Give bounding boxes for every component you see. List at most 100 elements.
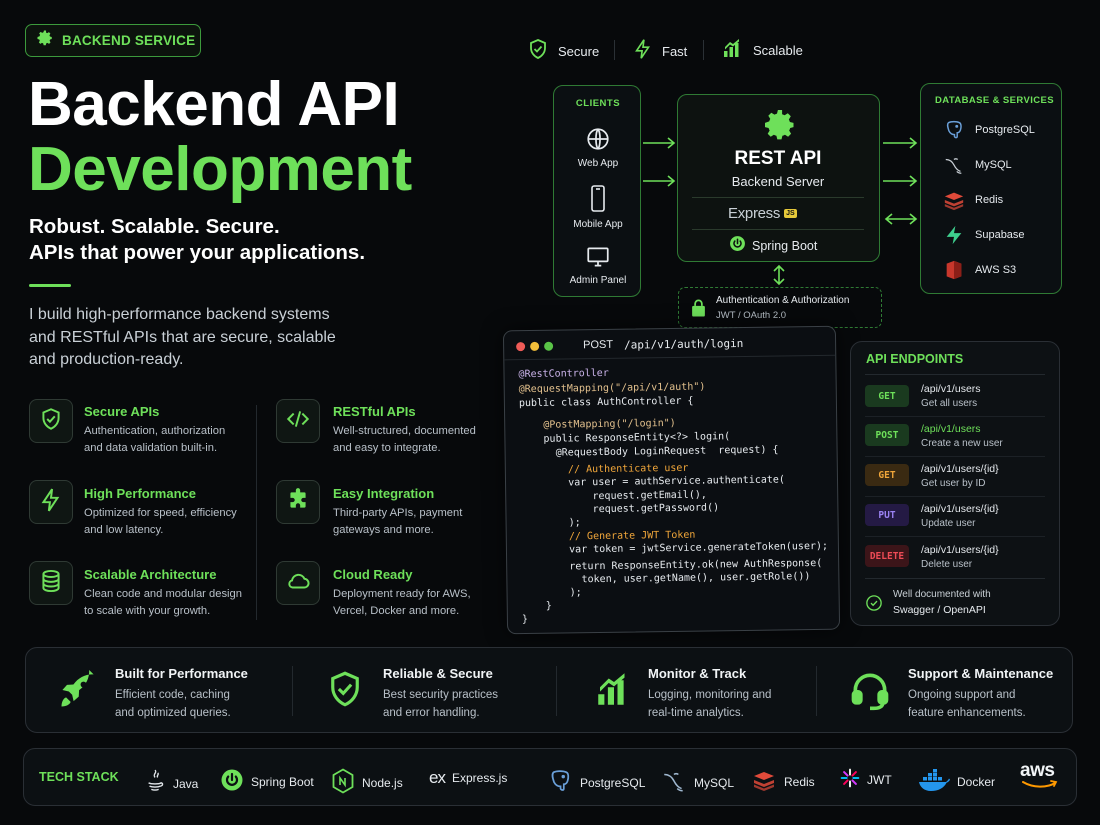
clients-title: CLIENTS: [575, 98, 621, 109]
hero-intro: I build high-performance backend systems…: [29, 306, 336, 368]
feature-icon-box: [276, 561, 320, 605]
hero-title-line1: Backend API: [28, 70, 400, 139]
window-minimize-dot: [530, 341, 540, 351]
jwt-icon: [840, 768, 860, 791]
spring-boot-icon: [729, 235, 746, 257]
check-circle-icon: [865, 594, 883, 617]
benefit-title: Monitor & Track: [648, 666, 747, 681]
phone-icon: [554, 184, 642, 217]
feature-icon-box: [29, 561, 73, 605]
shield-check-icon: [324, 666, 366, 717]
gear-icon: [36, 29, 54, 52]
services-panel: DATABASE & SERVICES PostgreSQL MySQL Red…: [920, 83, 1062, 294]
feature-icon-box: [276, 480, 320, 524]
code-line: @PostMapping("/login"): [519, 417, 676, 432]
service-mysql: MySQL: [943, 154, 1012, 176]
window-maximize-dot: [544, 341, 554, 351]
docker-icon: [918, 768, 950, 795]
spring-boot-icon: [220, 768, 244, 795]
clients-panel: CLIENTS Web App Mobile App Admin Panel: [553, 85, 641, 297]
service-supabase: Supabase: [943, 224, 1025, 246]
code-line: @RequestMapping("/api/v1/auth"): [518, 381, 706, 396]
features-column-divider: [256, 405, 257, 620]
feature-title: Secure APIs: [84, 404, 160, 419]
monitor-icon: [554, 244, 642, 273]
service-redis: Redis: [943, 189, 1003, 211]
method-badge: GET: [865, 385, 909, 407]
api-subtitle: Backend Server: [731, 174, 825, 189]
lightning-icon: [38, 487, 64, 518]
method-badge: GET: [865, 464, 909, 486]
code-line: request.getPassword(): [520, 502, 720, 517]
postgresql-icon: [943, 119, 965, 141]
code-line: );: [521, 587, 582, 600]
service-badge: BACKEND SERVICE: [25, 24, 201, 57]
client-mobile-app: Mobile App: [554, 184, 642, 230]
client-admin-panel: Admin Panel: [554, 244, 642, 286]
tech-postgresql: PostgreSQL: [547, 768, 645, 797]
tech-redis: Redis: [751, 768, 815, 795]
aws-s3-icon: [943, 259, 965, 281]
code-line: var user = authService.authenticate(: [519, 474, 785, 490]
tech-mysql: MySQL: [661, 768, 734, 797]
request-method: POST: [583, 338, 614, 352]
lock-icon: [690, 298, 707, 323]
endpoints-title: API ENDPOINTS: [866, 352, 964, 366]
postgresql-icon: [547, 768, 573, 797]
mysql-icon: [943, 154, 965, 176]
method-badge: PUT: [865, 504, 909, 526]
nodejs-icon: [331, 768, 355, 797]
code-line: public class AuthController {: [518, 395, 694, 410]
client-web-app: Web App: [554, 126, 642, 169]
service-postgresql: PostgreSQL: [943, 119, 1035, 141]
headset-icon: [848, 667, 892, 718]
code-icon: [285, 406, 311, 437]
feature-icon-box: [29, 399, 73, 443]
feature-icon-box: [276, 399, 320, 443]
globe-icon: [554, 126, 642, 155]
code-line: @RestController: [518, 367, 609, 381]
code-line: }: [521, 600, 552, 613]
pill-secure: Secure: [526, 36, 599, 67]
express-label: Express JS: [728, 205, 797, 222]
supabase-icon: [943, 224, 965, 246]
feature-title: Scalable Architecture: [84, 567, 217, 582]
code-window: POST /api/v1/auth/login @RestController …: [502, 325, 841, 635]
code-line: @RequestBody LoginRequest request) {: [519, 444, 779, 460]
hero-divider: [29, 284, 71, 287]
redis-icon: [943, 189, 965, 211]
benefit-title: Support & Maintenance: [908, 666, 1054, 681]
rocket-icon: [56, 668, 100, 717]
request-path: /api/v1/auth/login: [624, 336, 744, 352]
hero-tagline-1: Robust. Scalable. Secure.: [29, 215, 280, 238]
redis-icon: [751, 768, 777, 795]
hero-title-line2: Development: [28, 135, 412, 204]
benefit-title: Reliable & Secure: [383, 666, 493, 681]
service-aws-s3: AWS S3: [943, 259, 1016, 281]
method-badge: DELETE: [865, 545, 909, 567]
java-icon: [144, 768, 166, 799]
code-line: token, user.getName(), user.getRole()): [521, 571, 811, 587]
express-icon: ex: [429, 768, 446, 787]
tech-nodejs: Node.js: [331, 768, 403, 797]
bar-chart-icon: [721, 36, 745, 65]
feature-title: Easy Integration: [333, 486, 435, 501]
code-line: }: [521, 614, 529, 626]
tech-jwt: JWT: [840, 768, 892, 791]
puzzle-icon: [285, 487, 311, 518]
window-close-dot: [516, 342, 526, 352]
method-badge: POST: [865, 424, 909, 446]
gear-icon: [762, 107, 798, 148]
code-line: );: [520, 517, 581, 530]
shield-check-icon: [526, 36, 550, 67]
tech-docker: Docker: [918, 768, 995, 795]
aws-smile-icon: [1022, 780, 1058, 788]
spring-label: Spring Boot: [729, 235, 817, 257]
